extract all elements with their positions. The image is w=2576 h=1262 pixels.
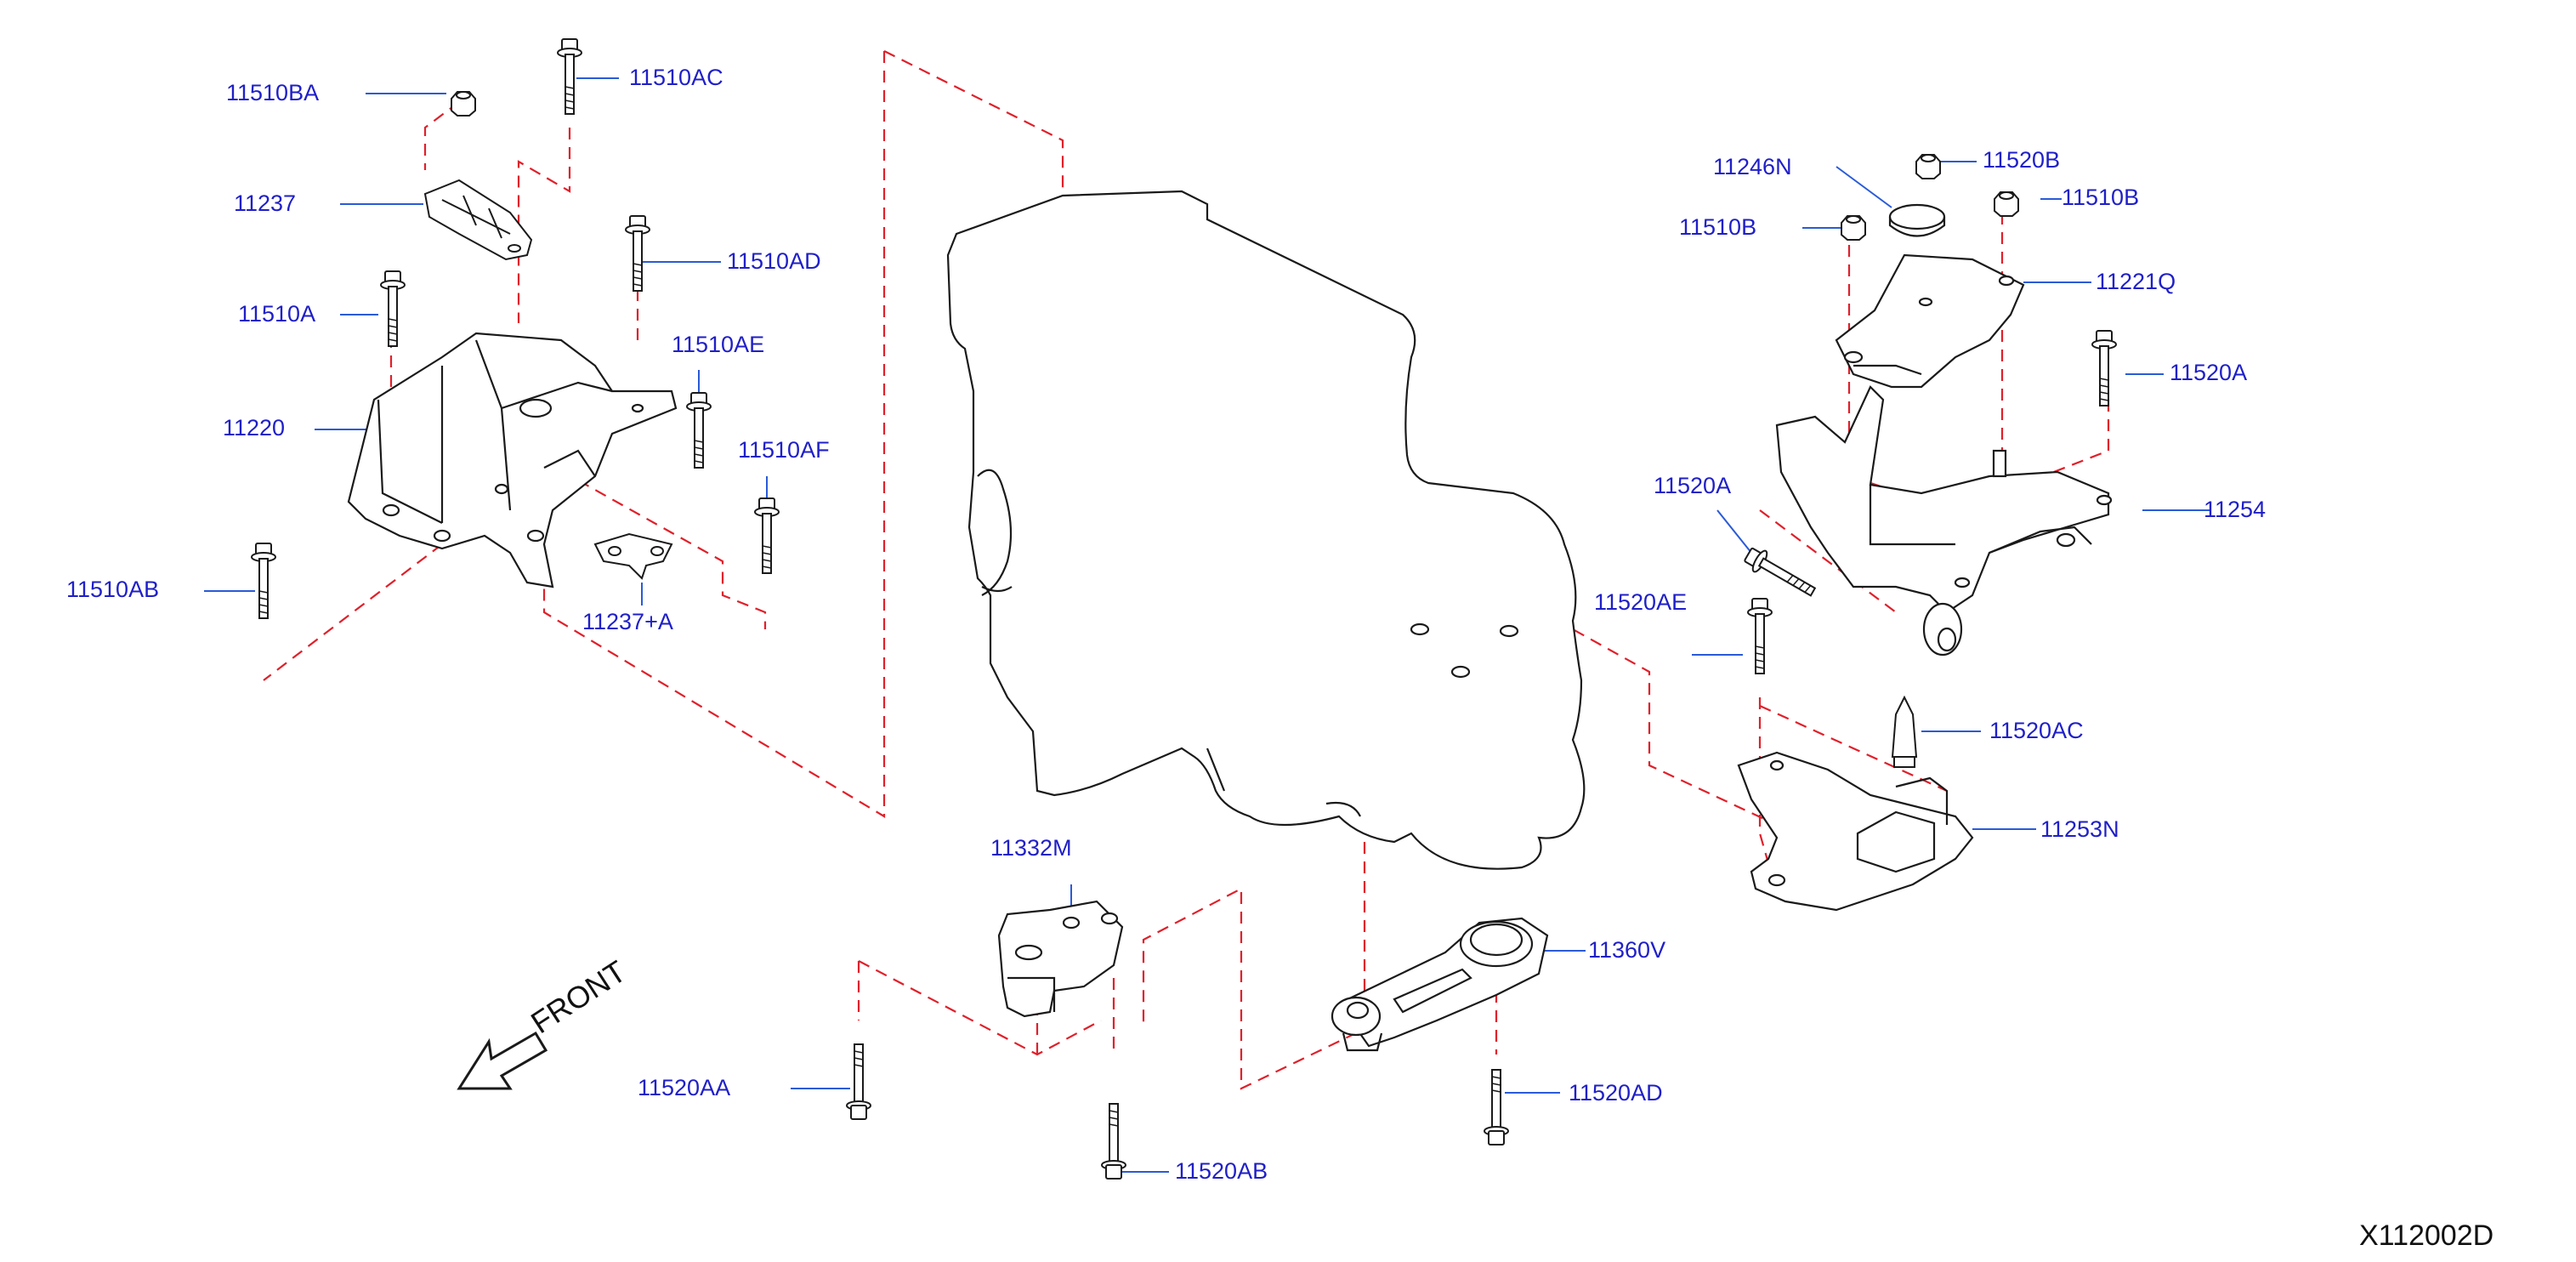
part-label-11221Q[interactable]: 11221Q xyxy=(2096,269,2176,294)
bracket-11253N xyxy=(1737,751,1974,912)
part-label-11220[interactable]: 11220 xyxy=(223,415,286,441)
part-label-11254[interactable]: 11254 xyxy=(2204,497,2267,522)
leader-lines xyxy=(204,77,2210,1173)
part-label-11510B-left[interactable]: 11510B xyxy=(1679,214,1757,240)
part-label-11510AE[interactable]: 11510AE xyxy=(672,332,765,357)
part-label-11520AC[interactable]: 11520AC xyxy=(1989,718,2084,743)
part-label-11510AB[interactable]: 11510AB xyxy=(66,577,160,602)
part-label-11520B[interactable]: 11520B xyxy=(1983,147,2061,173)
part-label-11246N[interactable]: 11246N xyxy=(1713,154,1792,179)
torque-rod-11360V xyxy=(1331,917,1549,1052)
part-label-11510B-right[interactable]: 11510B xyxy=(2062,185,2140,210)
part-label-11360V[interactable]: 11360V xyxy=(1588,937,1666,963)
part-label-11520A-left[interactable]: 11520A xyxy=(1654,473,1732,498)
part-label-11332M[interactable]: 11332M xyxy=(990,835,1072,861)
engine-block xyxy=(946,190,1586,870)
part-label-11510AF[interactable]: 11510AF xyxy=(738,437,830,463)
part-label-11510BA[interactable]: 11510BA xyxy=(226,80,320,105)
part-label-11520AE[interactable]: 11520AE xyxy=(1594,589,1688,615)
part-label-11510A[interactable]: 11510A xyxy=(238,301,316,327)
stud-11520AC xyxy=(1891,695,1918,768)
front-arrow-icon xyxy=(457,1031,548,1090)
part-label-11510AD[interactable]: 11510AD xyxy=(727,248,821,274)
bracket-11254 xyxy=(1775,385,2113,657)
part-label-11520AB[interactable]: 11520AB xyxy=(1175,1158,1268,1184)
mount-11221Q xyxy=(1835,203,2025,389)
part-label-11520AA[interactable]: 11520AA xyxy=(638,1075,731,1100)
part-label-11237A[interactable]: 11237+A xyxy=(582,609,673,634)
bracket-11237A xyxy=(593,532,673,580)
bracket-11237 xyxy=(423,179,533,261)
part-label-11520A-right[interactable]: 11520A xyxy=(2170,360,2248,385)
diagram-code: X112002D xyxy=(2359,1219,2494,1252)
part-label-11510AC[interactable]: 11510AC xyxy=(629,65,723,90)
part-label-11520AD[interactable]: 11520AD xyxy=(1569,1080,1663,1106)
part-label-11253N[interactable]: 11253N xyxy=(2040,816,2119,842)
part-label-11237[interactable]: 11237 xyxy=(234,190,297,216)
bracket-11332M xyxy=(997,900,1124,1018)
mount-11220 xyxy=(347,332,678,588)
